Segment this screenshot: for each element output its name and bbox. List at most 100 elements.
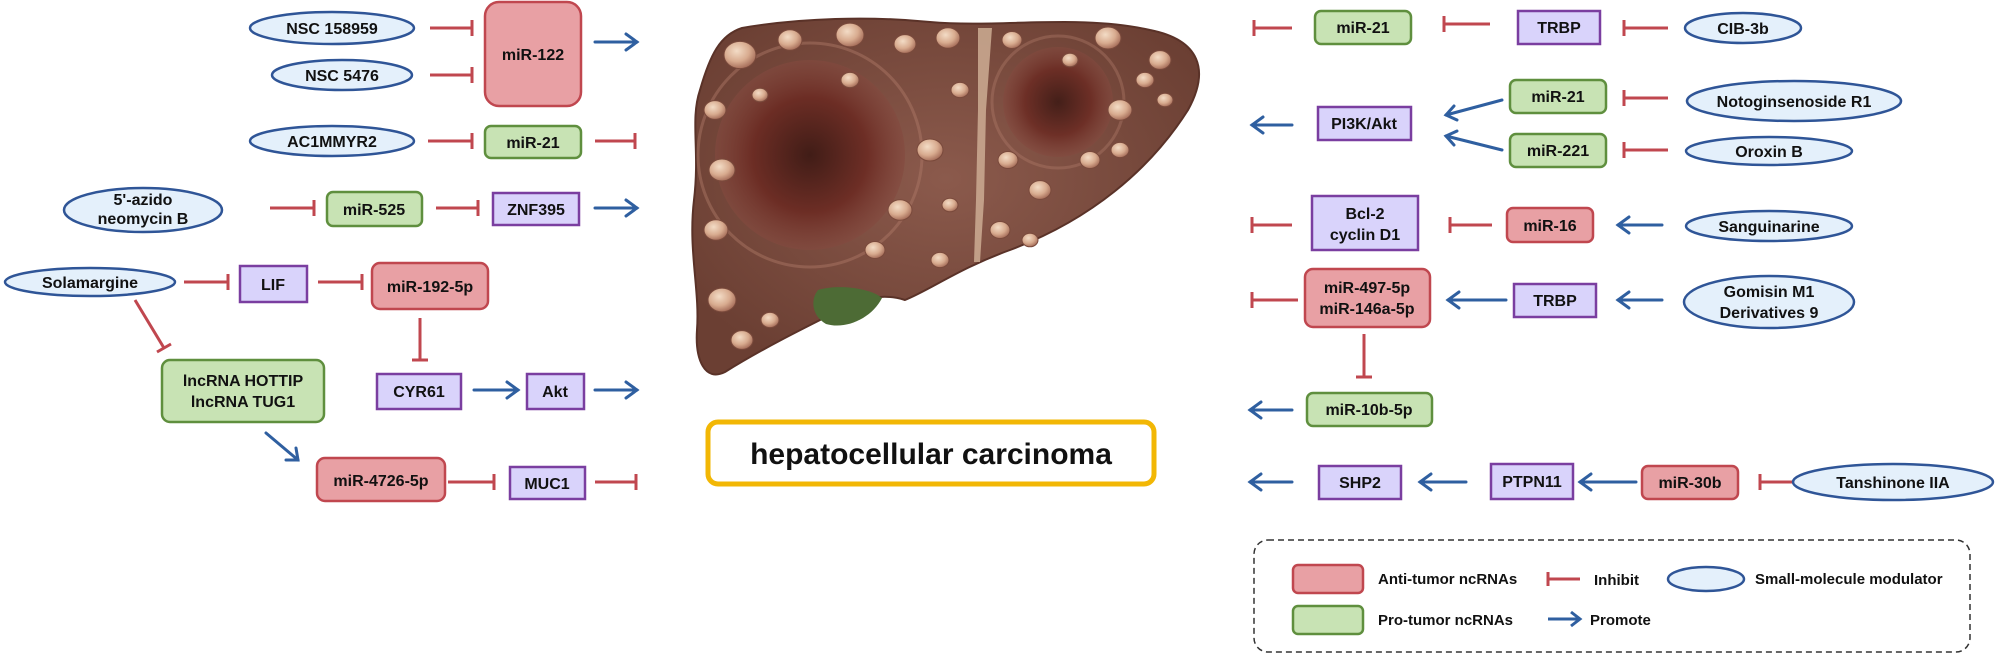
promote-cyr61-akt bbox=[472, 380, 521, 400]
inhibit-mir16-bcl2 bbox=[1448, 217, 1492, 233]
liver-nodule bbox=[989, 221, 1011, 239]
node-oroxin: Oroxin B bbox=[1684, 135, 1854, 167]
legend-pro-tumor: Pro-tumor ncRNAs bbox=[1291, 604, 1513, 636]
node-ac1mmyr2: AC1MMYR2 bbox=[248, 124, 416, 158]
node-mir192-label: miR-192-5p bbox=[387, 279, 473, 296]
node-mir4726: miR-4726-5p bbox=[315, 456, 447, 503]
promote-ptpn11-shp2 bbox=[1417, 472, 1468, 492]
node-lncrna-label-1: lncRNA HOTTIP bbox=[183, 373, 304, 390]
node-ptpn11: PTPN11 bbox=[1489, 462, 1575, 501]
promote-mir221-pi3k bbox=[1443, 129, 1504, 152]
large-tumor bbox=[715, 60, 905, 250]
node-trbp-mid: TRBP bbox=[1512, 282, 1598, 319]
node-ptpn11-label: PTPN11 bbox=[1502, 474, 1562, 491]
node-notoginsenoside-label: Notoginsenoside R1 bbox=[1717, 94, 1872, 111]
inhibit-mir192-cyr61 bbox=[412, 318, 428, 362]
legend-molecule-swatch bbox=[1666, 565, 1746, 593]
node-mir497-label-1: miR-497-5p bbox=[1324, 280, 1410, 297]
inhibit-solamargine-lncrna bbox=[133, 299, 172, 354]
node-mir30b: miR-30b bbox=[1640, 464, 1740, 501]
inhibit-nsc5476-mir122 bbox=[430, 67, 474, 83]
liver-nodule bbox=[1001, 31, 1023, 49]
node-mir10b: miR-10b-5p bbox=[1305, 391, 1434, 428]
promote-znf395-outcome bbox=[593, 198, 640, 218]
node-gomisin-label-1: Gomisin M1 bbox=[1724, 284, 1815, 301]
node-bcl2: Bcl-2 cyclin D1 bbox=[1310, 194, 1420, 252]
node-bcl2-label-1: Bcl-2 bbox=[1345, 206, 1384, 223]
promote-trbp-mir497 bbox=[1445, 290, 1508, 310]
liver-illustration bbox=[691, 17, 1201, 376]
node-akt-label: Akt bbox=[542, 384, 568, 401]
node-azido-neomycin: 5'-azido neomycin B bbox=[62, 186, 224, 234]
inhibit-nsc158959-mir122 bbox=[430, 20, 474, 36]
legend-inhibit-label: Inhibit bbox=[1594, 572, 1639, 589]
inhibit-oroxin-mir221 bbox=[1622, 142, 1668, 158]
legend-anti-label: Anti-tumor ncRNAs bbox=[1378, 571, 1517, 588]
legend-promote-label: Promote bbox=[1590, 612, 1651, 629]
node-mir21-left: miR-21 bbox=[483, 124, 583, 160]
liver-nodule bbox=[835, 22, 865, 48]
node-gomisin-label-2: Derivatives 9 bbox=[1720, 305, 1819, 322]
node-cyr61: CYR61 bbox=[375, 372, 463, 411]
node-ac1mmyr2-label: AC1MMYR2 bbox=[287, 134, 377, 151]
node-nsc158959-label: NSC 158959 bbox=[286, 21, 378, 38]
legend-anti-tumor: Anti-tumor ncRNAs bbox=[1291, 563, 1517, 595]
node-muc1: MUC1 bbox=[508, 465, 587, 501]
node-nsc158959: NSC 158959 bbox=[248, 10, 416, 46]
node-pi3k: PI3K/Akt bbox=[1316, 105, 1413, 142]
liver-nodule bbox=[760, 311, 780, 329]
liver-nodule bbox=[777, 29, 803, 51]
legend-inhibit: Inhibit bbox=[1546, 572, 1639, 589]
title-box: hepatocellular carcinoma bbox=[705, 419, 1157, 487]
node-znf395-label: ZNF395 bbox=[507, 202, 565, 219]
node-shp2-label: SHP2 bbox=[1339, 475, 1381, 492]
node-mir525: miR-525 bbox=[325, 190, 424, 228]
node-trbp-mid-label: TRBP bbox=[1533, 293, 1577, 310]
node-lncrna-label-2: lncRNA TUG1 bbox=[191, 394, 295, 411]
promote-sanguinarine-mir16 bbox=[1615, 215, 1664, 235]
legend-anti-swatch bbox=[1291, 563, 1365, 595]
liver-nodule bbox=[708, 158, 736, 182]
liver-nodule bbox=[893, 34, 917, 54]
node-cib3b-label: CIB-3b bbox=[1717, 21, 1769, 38]
inhibit-mir21top-outcome bbox=[1252, 20, 1292, 36]
node-mir21-mid-label: miR-21 bbox=[1531, 89, 1584, 106]
node-cyr61-label: CYR61 bbox=[393, 384, 445, 401]
node-oroxin-label: Oroxin B bbox=[1735, 144, 1803, 161]
liver-nodule bbox=[1135, 71, 1155, 89]
liver-nodule bbox=[1110, 141, 1130, 159]
node-lif-label: LIF bbox=[261, 277, 285, 294]
node-tanshinone: Tanshinone IIA bbox=[1791, 462, 1995, 502]
liver-nodule bbox=[930, 251, 950, 269]
surface-nodules bbox=[703, 22, 1174, 350]
node-akt: Akt bbox=[525, 372, 586, 411]
inhibit-ac1mmyr2-mir21 bbox=[428, 133, 474, 149]
promote-connectors bbox=[264, 32, 1664, 492]
node-mir497-label-2: miR-146a-5p bbox=[1319, 301, 1414, 318]
node-shp2: SHP2 bbox=[1317, 464, 1403, 501]
liver-nodule bbox=[864, 241, 886, 259]
node-notoginsenoside: Notoginsenoside R1 bbox=[1685, 79, 1903, 123]
node-tanshinone-label: Tanshinone IIA bbox=[1836, 475, 1950, 492]
node-mir221: miR-221 bbox=[1508, 132, 1608, 169]
liver-nodule bbox=[1094, 26, 1122, 50]
legend-frame bbox=[1253, 539, 1971, 653]
promote-pi3k-outcome bbox=[1249, 115, 1294, 135]
legend-promote-arrowhead bbox=[1570, 610, 1583, 628]
inhibit-solamargine-lif bbox=[184, 274, 230, 290]
node-lncrna: lncRNA HOTTIP lncRNA TUG1 bbox=[160, 358, 326, 424]
liver-nodule bbox=[1061, 52, 1079, 68]
node-sanguinarine: Sanguinarine bbox=[1684, 209, 1854, 243]
node-mir525-label: miR-525 bbox=[343, 202, 405, 219]
node-mir16: miR-16 bbox=[1505, 206, 1595, 244]
node-cib3b: CIB-3b bbox=[1683, 11, 1803, 45]
legend-molecule: Small-molecule modulator bbox=[1666, 565, 1943, 593]
node-solamargine: Solamargine bbox=[3, 266, 177, 298]
liver-nodule bbox=[950, 81, 970, 99]
node-azido-label-2: neomycin B bbox=[98, 211, 189, 228]
node-mir21-mid: miR-21 bbox=[1508, 78, 1608, 115]
node-mir10b-label: miR-10b-5p bbox=[1325, 402, 1412, 419]
node-mir122: miR-122 bbox=[483, 0, 583, 108]
inhibit-mir497-outcome bbox=[1250, 292, 1298, 308]
node-trbp-top-label: TRBP bbox=[1537, 20, 1581, 37]
